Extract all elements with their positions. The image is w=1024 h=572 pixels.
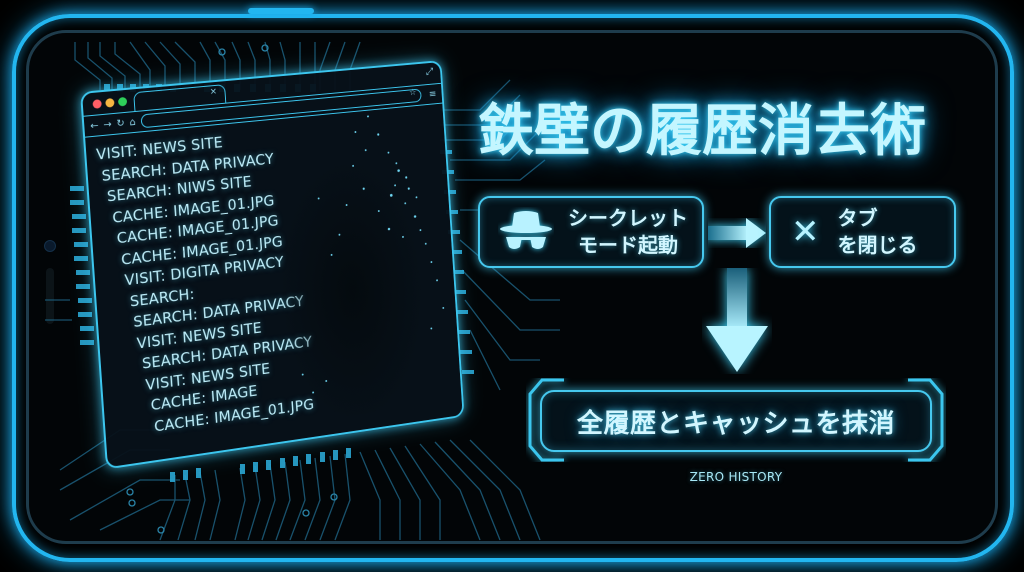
window-close-button[interactable] bbox=[92, 99, 102, 109]
history-log: VISIT: NEWS SITE SEARCH: DATA PRIVACY SE… bbox=[85, 104, 461, 445]
window-maximize-button[interactable] bbox=[117, 96, 128, 107]
close-x-icon: ✕ bbox=[791, 212, 820, 252]
front-camera-icon bbox=[44, 240, 56, 252]
step-label: シークレット モード起動 bbox=[568, 205, 688, 259]
incognito-spy-icon bbox=[500, 211, 552, 249]
arrow-right-icon bbox=[708, 218, 766, 248]
page-title: 鉄壁の履歴消去術 bbox=[478, 99, 926, 164]
expand-icon[interactable]: ⤢ bbox=[425, 66, 434, 78]
step-label-line1: シークレット bbox=[568, 206, 688, 230]
home-icon[interactable]: ⌂ bbox=[129, 116, 137, 128]
step-incognito-mode: シークレット モード起動 bbox=[478, 196, 704, 268]
phone-side-slot bbox=[46, 268, 54, 324]
result-panel: 全履歴とキャッシュを抹消 bbox=[526, 378, 946, 462]
step-label-line1: タブ bbox=[837, 206, 878, 230]
phone-frame bbox=[12, 14, 1014, 562]
forward-icon[interactable]: → bbox=[103, 118, 113, 131]
result-subtitle: ZERO HISTORY bbox=[689, 470, 783, 484]
back-icon[interactable]: ← bbox=[89, 119, 99, 132]
step-close-tab: ✕ タブ を閉じる bbox=[769, 196, 956, 268]
menu-icon[interactable]: ≡ bbox=[428, 88, 437, 100]
window-minimize-button[interactable] bbox=[105, 97, 115, 108]
hud-bracket-frame bbox=[528, 378, 944, 462]
arrow-down-icon bbox=[706, 268, 768, 372]
result-label: 全履歴とキャッシュを抹消 bbox=[576, 408, 895, 439]
step-label-line2: を閉じる bbox=[837, 233, 918, 257]
phone-top-accent bbox=[248, 8, 314, 14]
step-label: タブ を閉じる bbox=[838, 205, 918, 259]
result-box: 全履歴とキャッシュを抹消 bbox=[540, 390, 932, 452]
browser-window: × ⤢ ← → ↻ ⌂ ☆ ≡ VISIT: NEWS SITE SEARCH:… bbox=[80, 60, 465, 470]
tab-close-icon[interactable]: × bbox=[209, 86, 218, 98]
step-label-line2: モード起動 bbox=[578, 233, 678, 257]
reload-icon[interactable]: ↻ bbox=[116, 117, 126, 130]
bookmark-star-icon[interactable]: ☆ bbox=[408, 87, 417, 99]
